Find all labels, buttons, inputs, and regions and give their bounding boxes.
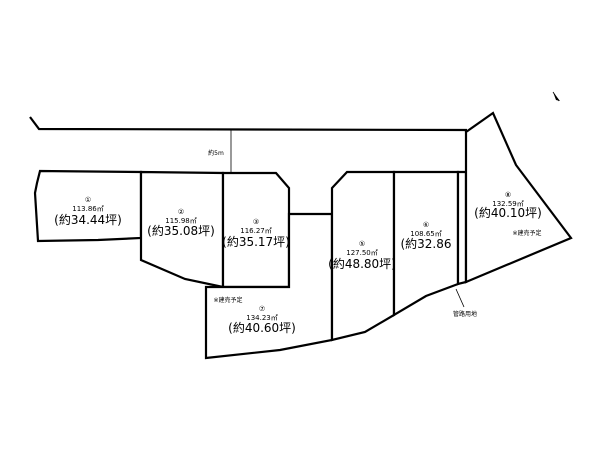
- svg-text:108.65㎡: 108.65㎡: [410, 230, 442, 238]
- svg-text:(約32.86: (約32.86: [400, 236, 451, 251]
- svg-text:(約34.44坪): (約34.44坪): [54, 212, 122, 227]
- svg-text:113.86㎡: 113.86㎡: [72, 205, 104, 213]
- svg-text:①: ①: [85, 196, 91, 204]
- svg-text:(約35.17坪): (約35.17坪): [222, 234, 290, 249]
- svg-text:⑤: ⑤: [359, 240, 365, 248]
- svg-text:⑥: ⑥: [423, 221, 429, 229]
- svg-text:127.50㎡: 127.50㎡: [346, 249, 378, 257]
- svg-text:134.23㎡: 134.23㎡: [246, 314, 278, 322]
- svg-text:⑧: ⑧: [505, 191, 511, 199]
- svg-text:(約48.80坪): (約48.80坪): [328, 256, 396, 271]
- road-boundary-line: [29, 116, 468, 132]
- road-width-label: 約5m: [208, 149, 224, 157]
- svg-text:(約40.10坪): (約40.10坪): [474, 205, 542, 220]
- svg-text:※建売予定: ※建売予定: [213, 296, 242, 304]
- lot-2-label: ② 115.98㎡ (約35.08坪): [147, 208, 215, 238]
- svg-text:※建売予定: ※建売予定: [512, 229, 541, 237]
- lot-6-boundary: [392, 170, 460, 317]
- north-arrow-icon: [552, 91, 560, 102]
- lot-2-boundary: [139, 170, 225, 289]
- pipe-land-leader: [455, 288, 465, 308]
- lot-5-label: ⑤ 127.50㎡ (約48.80坪): [328, 240, 396, 271]
- svg-text:(約35.08坪): (約35.08坪): [147, 223, 215, 238]
- lot-3-label: ③ 116.27㎡ (約35.17坪): [222, 218, 290, 249]
- svg-text:⑦: ⑦: [259, 305, 265, 313]
- svg-text:③: ③: [253, 218, 259, 226]
- svg-text:(約40.60坪): (約40.60坪): [228, 320, 296, 335]
- lot-6-label: ⑥ 108.65㎡ (約32.86: [400, 221, 451, 251]
- lot-8-boundary: [464, 111, 573, 284]
- pipe-land-strip: [456, 170, 468, 286]
- svg-text:115.98㎡: 115.98㎡: [165, 217, 197, 225]
- pipe-land-label: 管路用地: [453, 310, 477, 318]
- svg-text:116.27㎡: 116.27㎡: [240, 227, 272, 235]
- lot-1-label: ① 113.86㎡ (約34.44坪): [54, 196, 122, 227]
- svg-text:②: ②: [178, 208, 184, 216]
- lot-8-label: ⑧ 132.59㎡ (約40.10坪) ※建売予定: [474, 191, 542, 237]
- svg-text:132.59㎡: 132.59㎡: [492, 200, 524, 208]
- lot-7-label: ※建売予定 ⑦ 134.23㎡ (約40.60坪): [213, 296, 295, 335]
